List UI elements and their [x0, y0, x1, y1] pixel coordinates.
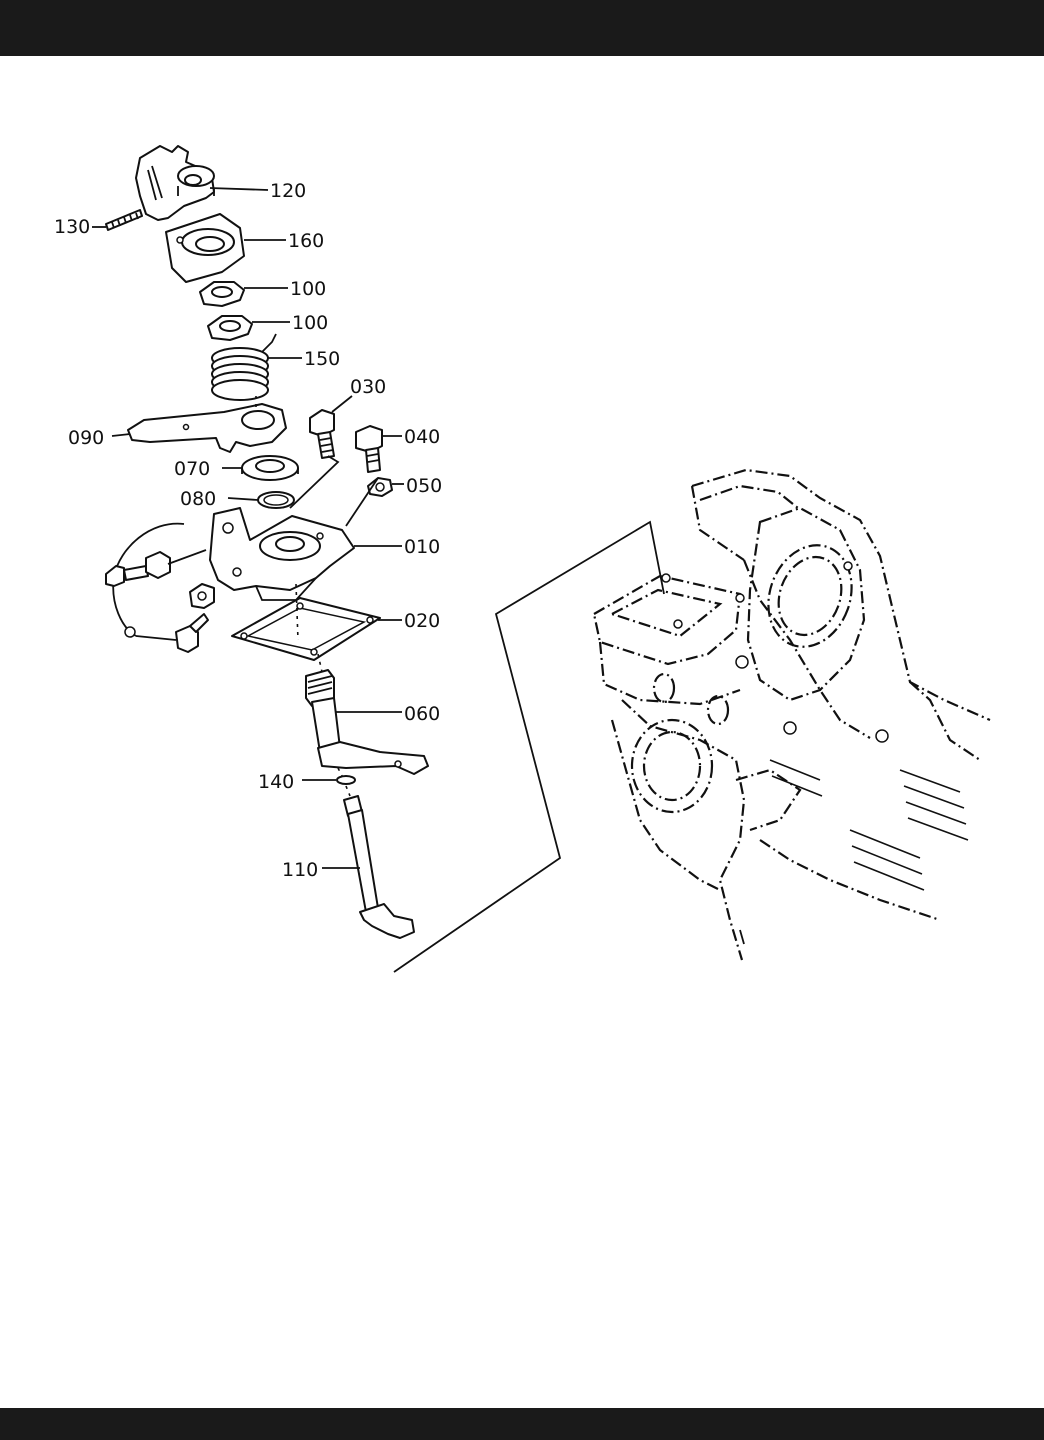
label-070: 070	[174, 458, 210, 480]
stop-bolt-assembly	[105, 522, 215, 653]
part-010-housing	[209, 507, 355, 601]
footer-bar	[0, 1408, 1044, 1440]
header-bar	[0, 0, 1044, 56]
label-060: 060	[404, 703, 440, 725]
leader-120	[209, 187, 269, 191]
part-090-lever-arm	[127, 396, 287, 453]
part-040-bolt	[355, 425, 383, 473]
part-100a-nut	[199, 281, 245, 307]
label-010: 010	[404, 536, 440, 558]
label-090: 090	[68, 427, 104, 449]
part-130-spring-pin	[105, 209, 143, 231]
label-110: 110	[282, 859, 318, 881]
label-100b: 100	[292, 312, 328, 334]
assembly-line-040	[345, 477, 379, 527]
assembly-line-030	[289, 455, 340, 509]
label-050: 050	[406, 475, 442, 497]
part-150-coil-spring	[211, 333, 277, 401]
label-150: 150	[304, 348, 340, 370]
label-100a: 100	[290, 278, 326, 300]
part-100b-nut	[207, 315, 253, 341]
label-130: 130	[54, 216, 90, 238]
exploded-parts-diagram: 120 130 160 100 100 150 030 090 040 070 …	[54, 145, 991, 973]
part-030-bolt	[309, 409, 335, 459]
part-080-o-ring	[257, 491, 295, 509]
part-070-oil-seal	[241, 455, 299, 481]
label-080: 080	[180, 488, 216, 510]
label-040: 040	[404, 426, 440, 448]
leader-030	[331, 395, 353, 413]
installation-outline	[393, 520, 665, 973]
label-140: 140	[258, 771, 294, 793]
part-160-collar	[165, 213, 245, 283]
leader-080	[227, 497, 259, 501]
part-060-fork-lever	[305, 653, 429, 775]
label-020: 020	[404, 610, 440, 632]
label-160: 160	[288, 230, 324, 252]
engine-block	[592, 468, 991, 961]
part-120-lever-bracket	[135, 145, 215, 221]
part-020-gasket	[231, 583, 381, 661]
part-140-snap-ring	[336, 767, 356, 785]
label-120: 120	[270, 180, 306, 202]
part-110-fork-shaft	[343, 785, 415, 939]
leader-090	[111, 433, 131, 437]
label-030: 030	[350, 376, 386, 398]
part-labels: 120 130 160 100 100 150 030 090 040 070 …	[54, 180, 442, 881]
